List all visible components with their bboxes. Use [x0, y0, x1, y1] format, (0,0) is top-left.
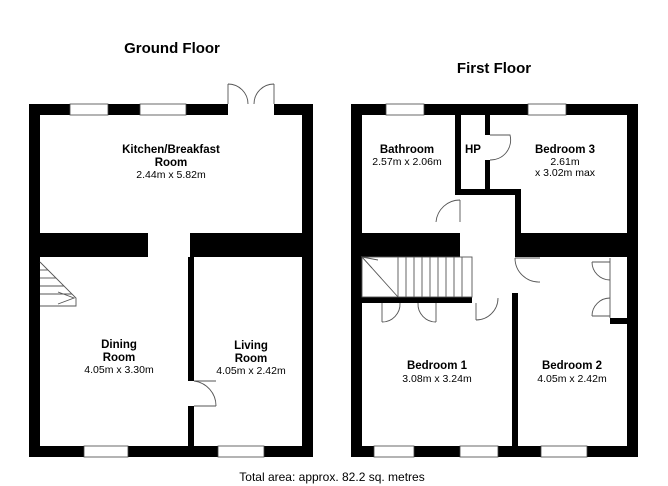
first-wall-bath-bottom	[362, 233, 460, 257]
ground-wall-partition	[188, 257, 194, 381]
first-wall-hp-right	[485, 115, 490, 135]
ground-wall-internal-right	[190, 233, 302, 257]
living-dimensions: 4.05m x 2.42m	[216, 365, 286, 377]
first-wall-right	[627, 104, 638, 457]
french-door-opening	[228, 104, 274, 115]
ground-floor-plan: Ground Floor Kitchen/Breakfast Room 2.44…	[29, 40, 313, 458]
french-door-left-icon[interactable]	[227, 83, 249, 105]
first-window-bedroom1-b	[459, 445, 499, 458]
ground-wall-internal-left	[40, 233, 148, 257]
kitchen-name-line2: Room	[155, 157, 188, 169]
ground-window-bottom-1	[83, 445, 129, 458]
first-wall-top	[351, 104, 638, 115]
ground-window-top-1	[69, 103, 109, 116]
living-room-door-icon[interactable]	[193, 380, 217, 407]
living-name-line1: Living	[234, 340, 268, 352]
ground-window-top-2	[139, 103, 187, 116]
ground-wall-left	[29, 104, 40, 457]
living-name-line2: Room	[235, 353, 268, 365]
bedroom2-name: Bedroom 2	[542, 360, 602, 372]
hp-cupboard-door-icon[interactable]	[489, 134, 512, 161]
bedroom1-wardrobe-door-right-icon[interactable]	[417, 302, 437, 323]
ground-wall-right	[302, 104, 313, 457]
first-wall-bed3-step	[488, 189, 521, 195]
bathroom-door-icon[interactable]	[435, 199, 461, 223]
bedroom1-door-icon[interactable]	[475, 297, 499, 321]
total-area-label: Total area: approx. 82.2 sq. metres	[239, 470, 424, 484]
first-wall-bed3-bottom	[515, 233, 627, 257]
bedroom1-wardrobe-door-left-icon[interactable]	[381, 302, 401, 323]
dining-name-line2: Room	[103, 352, 136, 364]
first-floor-plan: First Floor Bathroom 2.57m x 2.06m HP Be…	[351, 60, 638, 458]
first-wall-hp-left	[455, 115, 461, 195]
first-window-bedroom2	[540, 445, 588, 458]
bedroom3-dimensions: 2.61m	[550, 156, 579, 168]
bedroom3-dimensions-max: x 3.02m max	[535, 167, 596, 179]
bathroom-name: Bathroom	[380, 144, 434, 156]
first-window-bedroom3	[527, 103, 567, 116]
first-floor-title: First Floor	[457, 60, 531, 77]
first-wall-left	[351, 104, 362, 457]
bedroom3-door-icon[interactable]	[514, 257, 541, 283]
first-wall-bed3-left	[515, 189, 521, 233]
ground-wall-partition-low	[188, 406, 194, 446]
ground-wall-bottom	[29, 446, 313, 457]
first-wall-hp-bottom	[455, 189, 488, 195]
bedroom2-wardrobe-door-bottom-icon[interactable]	[591, 297, 611, 317]
kitchen-dimensions: 2.44m x 5.82m	[136, 169, 206, 181]
bedroom3-name: Bedroom 3	[535, 144, 595, 156]
ground-floor-title: Ground Floor	[124, 40, 220, 57]
bathroom-dimensions: 2.57m x 2.06m	[372, 156, 442, 168]
ground-staircase-icon	[39, 261, 77, 307]
french-door-right-icon[interactable]	[253, 83, 275, 105]
first-wall-bed1-right	[512, 293, 518, 446]
hp-label: HP	[465, 144, 481, 156]
dining-name-line1: Dining	[101, 339, 137, 351]
first-wall-landing-bed1	[362, 297, 472, 303]
first-wall-bed2-cupboard	[610, 318, 627, 324]
first-staircase-icon	[360, 256, 473, 298]
first-window-bedroom1-a	[373, 445, 415, 458]
bedroom1-dimensions: 3.08m x 3.24m	[402, 373, 472, 385]
kitchen-name-line1: Kitchen/Breakfast	[122, 144, 220, 156]
bedroom2-dimensions: 4.05m x 2.42m	[537, 373, 607, 385]
first-wall-hp-right-low	[485, 160, 490, 195]
first-window-bathroom	[385, 103, 425, 116]
bedroom1-name: Bedroom 1	[407, 360, 468, 372]
ground-window-bottom-2	[217, 445, 265, 458]
bedroom2-wardrobe-door-top-icon[interactable]	[591, 261, 611, 281]
dining-dimensions: 4.05m x 3.30m	[84, 364, 154, 376]
